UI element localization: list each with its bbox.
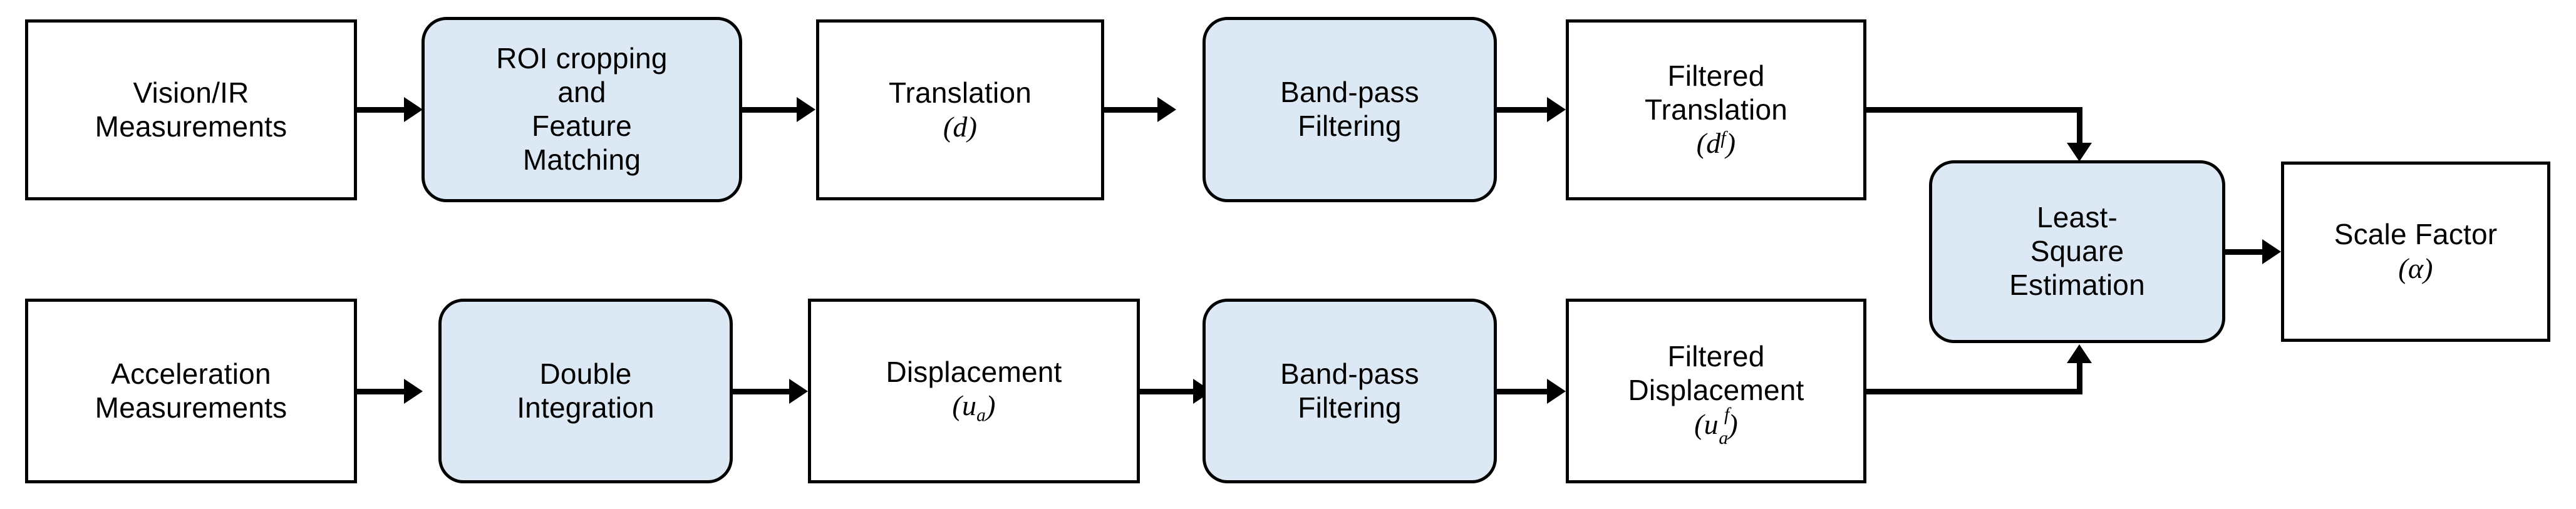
- edge-bandpass-to-filtered-displacement-line: [1497, 389, 1550, 394]
- node-label-line: Acceleration: [111, 357, 271, 390]
- node-label-line: Feature: [532, 110, 632, 142]
- node-label-line: Translation: [888, 76, 1032, 109]
- edge-lsq-to-scale-factor-line: [2225, 249, 2277, 255]
- node-symbol: (α): [2398, 252, 2433, 284]
- node-label-line: Filtering: [1298, 391, 1402, 424]
- node-filtered-translation[interactable]: Filtered Translation (df): [1566, 19, 1866, 200]
- node-label-line: Band-pass: [1280, 76, 1419, 109]
- edge-filtered-displacement-to-lsq-horizontal: [1866, 389, 2082, 394]
- edge-filtered-translation-to-lsq-arrowhead: [2067, 143, 2092, 162]
- edge-filtered-displacement-to-lsq-vertical: [2077, 363, 2082, 394]
- node-label-line: and: [557, 76, 606, 109]
- node-label-line: ROI cropping: [496, 42, 668, 75]
- node-roi-cropping-feature-matching[interactable]: ROI cropping and Feature Matching: [422, 17, 742, 202]
- edge-vision-to-roi-arrowhead: [404, 97, 423, 122]
- edge-acceleration-to-double-integration-arrowhead: [404, 379, 423, 404]
- node-label-line: Vision/IR: [133, 76, 249, 109]
- node-label-line: Integration: [517, 391, 654, 424]
- edge-acceleration-to-double-integration-line: [357, 389, 407, 394]
- node-translation[interactable]: Translation (d): [816, 19, 1104, 200]
- node-band-pass-filtering-top[interactable]: Band-pass Filtering: [1203, 17, 1497, 202]
- edge-lsq-to-scale-factor-arrowhead: [2262, 239, 2281, 264]
- edge-double-integration-to-displacement-arrowhead: [789, 379, 808, 404]
- node-label-line: Least-: [2036, 201, 2118, 234]
- node-label-line: Filtered: [1667, 339, 1765, 373]
- node-band-pass-filtering-bottom[interactable]: Band-pass Filtering: [1203, 299, 1497, 483]
- edge-filtered-translation-to-lsq-horizontal: [1866, 107, 2082, 113]
- edge-displacement-to-bandpass-line: [1140, 389, 1196, 394]
- edge-bandpass-to-filtered-translation-arrowhead: [1547, 97, 1566, 122]
- node-label-line: Double: [539, 357, 632, 390]
- edge-bandpass-to-filtered-translation-line: [1497, 107, 1550, 113]
- node-scale-factor[interactable]: Scale Factor (α): [2281, 162, 2550, 342]
- edge-filtered-displacement-to-lsq-arrowhead: [2067, 344, 2092, 363]
- node-label-line: Displacement: [886, 355, 1062, 388]
- node-label-line: Measurements: [95, 391, 287, 424]
- node-symbol: (d): [943, 110, 978, 143]
- edge-bandpass-to-filtered-displacement-arrowhead: [1547, 379, 1566, 404]
- node-label-line: Square: [2030, 235, 2124, 268]
- edge-filtered-translation-to-lsq-vertical: [2077, 107, 2082, 148]
- edge-roi-to-translation-arrowhead: [797, 97, 815, 122]
- node-label-line: Matching: [522, 143, 641, 176]
- node-label-line: Scale Factor: [2334, 218, 2498, 251]
- edge-translation-to-bandpass-line: [1104, 107, 1161, 113]
- node-symbol: (df): [1696, 127, 1736, 160]
- edge-double-integration-to-displacement-line: [733, 389, 792, 394]
- node-double-integration[interactable]: Double Integration: [438, 299, 733, 483]
- node-label-line: Estimation: [2009, 268, 2145, 301]
- edge-translation-to-bandpass-arrowhead: [1157, 97, 1176, 122]
- node-label-line: Filtering: [1298, 110, 1402, 142]
- node-least-square-estimation[interactable]: Least- Square Estimation: [1929, 160, 2225, 343]
- node-label-line: Displacement: [1628, 373, 1804, 406]
- node-label-line: Band-pass: [1280, 357, 1419, 390]
- node-label-line: Translation: [1644, 93, 1788, 126]
- node-displacement[interactable]: Displacement (ua): [808, 299, 1140, 483]
- edge-vision-to-roi-line: [357, 107, 407, 113]
- node-symbol: (ua): [952, 389, 996, 426]
- edge-roi-to-translation-line: [742, 107, 800, 113]
- node-vision-ir-measurements[interactable]: Vision/IR Measurements: [25, 19, 357, 200]
- node-label-line: Measurements: [95, 110, 287, 143]
- node-label-line: Filtered: [1667, 59, 1765, 92]
- node-acceleration-measurements[interactable]: Acceleration Measurements: [25, 299, 357, 483]
